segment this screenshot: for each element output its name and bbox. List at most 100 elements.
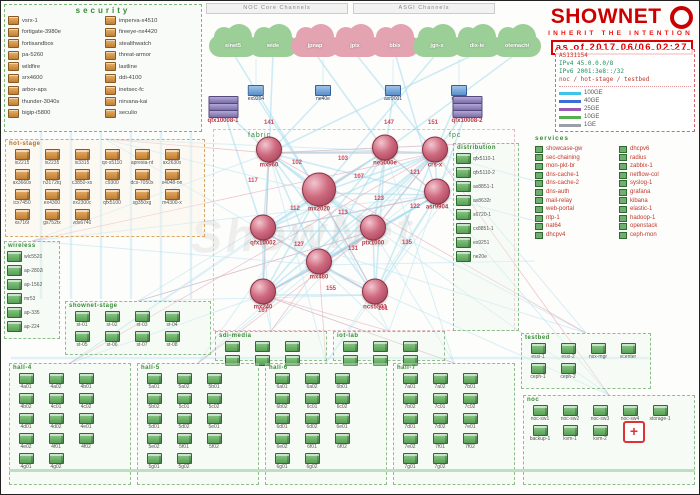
switch-icon (402, 393, 418, 404)
device-label: gs752tx (43, 220, 61, 226)
tagline: INHERIT THE INTENTION (548, 30, 693, 37)
service-label: ceph-mon (630, 231, 657, 238)
link-number: 151 (427, 120, 439, 126)
device-7g02: 7g02 (426, 453, 454, 470)
cluster-label: testbed (525, 335, 550, 341)
switch-icon (456, 251, 471, 262)
security-item: inetsec-fc (105, 85, 198, 95)
server-icon (535, 223, 543, 231)
device-ap-2802i: ap-2802i (7, 265, 57, 276)
core-router-label: ne5000e (373, 160, 397, 167)
device-label: qx-s5110 (101, 160, 123, 166)
service-item: dhcpv6 (619, 145, 697, 154)
device-m4300-x: m4300-x (158, 189, 186, 206)
service-item: netflow-col (619, 171, 697, 180)
device-6d01: 6d01 (268, 413, 296, 430)
switch-icon (432, 393, 448, 404)
switch-icon (146, 453, 162, 464)
device-label: st-01 (76, 322, 88, 328)
device-label: 5d01 (148, 424, 160, 430)
device-sg350xg: sg350xg (128, 189, 156, 206)
legend-line-sample (559, 115, 581, 119)
security-item: pa-5260 (8, 50, 101, 60)
device-sdi-6 (278, 355, 306, 366)
device-c9300: c9300 (98, 169, 126, 186)
security-item: nirvana-kai (105, 97, 198, 107)
cloud-label: jpnap (307, 43, 323, 49)
device-5g02: 5g02 (170, 453, 198, 470)
core-router-asr9904: asr9904 (424, 178, 450, 212)
legend-label: 40GE (584, 98, 600, 104)
device-5f01: 5f01 (170, 433, 198, 450)
device-5e02: 5e02 (140, 433, 168, 450)
switch-icon (7, 279, 22, 290)
service-label: showcase-gw (546, 146, 583, 152)
service-label: elastic-1 (630, 206, 653, 213)
device-label: esxi-2 (561, 354, 575, 360)
switch-icon (456, 209, 471, 220)
security-item-label: imperva-x4510 (119, 17, 158, 24)
link-number: 161 (377, 306, 389, 312)
edge-router-label: asr9001 (383, 96, 403, 102)
device-label: 7g01 (404, 464, 416, 470)
device-gs752tx: gs752tx (38, 209, 66, 226)
device-7d02: 7d02 (426, 413, 454, 430)
cluster-label: sdi-media (219, 333, 252, 339)
device-label: 7b02 (404, 404, 416, 410)
switch-icon (456, 167, 471, 178)
link-number: 155 (325, 286, 337, 292)
switch-icon (334, 373, 350, 384)
device-label: 5b02 (148, 404, 160, 410)
device-icx7450: icx7450 (8, 189, 36, 206)
switch-icon (304, 433, 320, 444)
switch-icon (74, 169, 90, 180)
link-number: 117 (248, 178, 258, 184)
cluster-sdi-media: sdi-media (215, 331, 327, 366)
device-ap-224: ap-224 (7, 321, 57, 332)
service-item: zabbix-1 (619, 162, 697, 171)
device-n3172tq: n3172tq (38, 169, 66, 186)
switch-icon (456, 237, 471, 248)
server-icon (619, 162, 627, 170)
switch-icon (104, 311, 120, 322)
device-label: storage-1 (649, 416, 671, 422)
switch-icon (206, 433, 222, 444)
switch-icon (402, 413, 418, 424)
core-router-ptx1000: ptx1000 (360, 214, 386, 248)
switch-icon (560, 343, 576, 354)
service-item: openstack (619, 222, 697, 231)
cluster-iot-lab: iot-lab (333, 331, 445, 366)
service-label: sec-chaining (546, 154, 580, 161)
device-4d02: 4d02 (42, 413, 70, 430)
switch-icon (342, 355, 358, 366)
switch-icon (402, 355, 418, 366)
device-ex9251: ex9251 (456, 237, 516, 248)
switch-icon (456, 153, 471, 164)
service-label: hadoop-1 (630, 214, 656, 221)
core-router-mx960: mx960 (256, 136, 282, 170)
service-item: grafana (619, 188, 697, 197)
switch-icon (134, 149, 150, 160)
security-item-label: vsrx-1 (22, 17, 38, 24)
device-7d01: 7d01 (396, 413, 424, 430)
link-number: 147 (383, 120, 395, 126)
router-sphere-icon (250, 214, 276, 241)
service-item: ntp-1 (535, 214, 613, 223)
service-label: dhcpv6 (630, 146, 650, 152)
device-label: st-08 (166, 342, 178, 348)
device-qfx5110-2: qfx5110-2 (456, 167, 516, 178)
legend-label: 1GE (584, 122, 597, 128)
device-storage-1: storage-1 (646, 405, 674, 422)
switch-icon (562, 425, 578, 436)
switch-icon (78, 373, 94, 384)
info-row: AS131154 (559, 52, 588, 59)
switch-icon (104, 149, 120, 160)
channel-header-asgi: ASGI Channels (353, 3, 495, 14)
switch-icon (7, 293, 22, 304)
zone-label-fabric: fabric (248, 132, 272, 139)
device-7f02: 7f02 (456, 433, 484, 450)
service-item: hadoop-1 (619, 214, 697, 223)
